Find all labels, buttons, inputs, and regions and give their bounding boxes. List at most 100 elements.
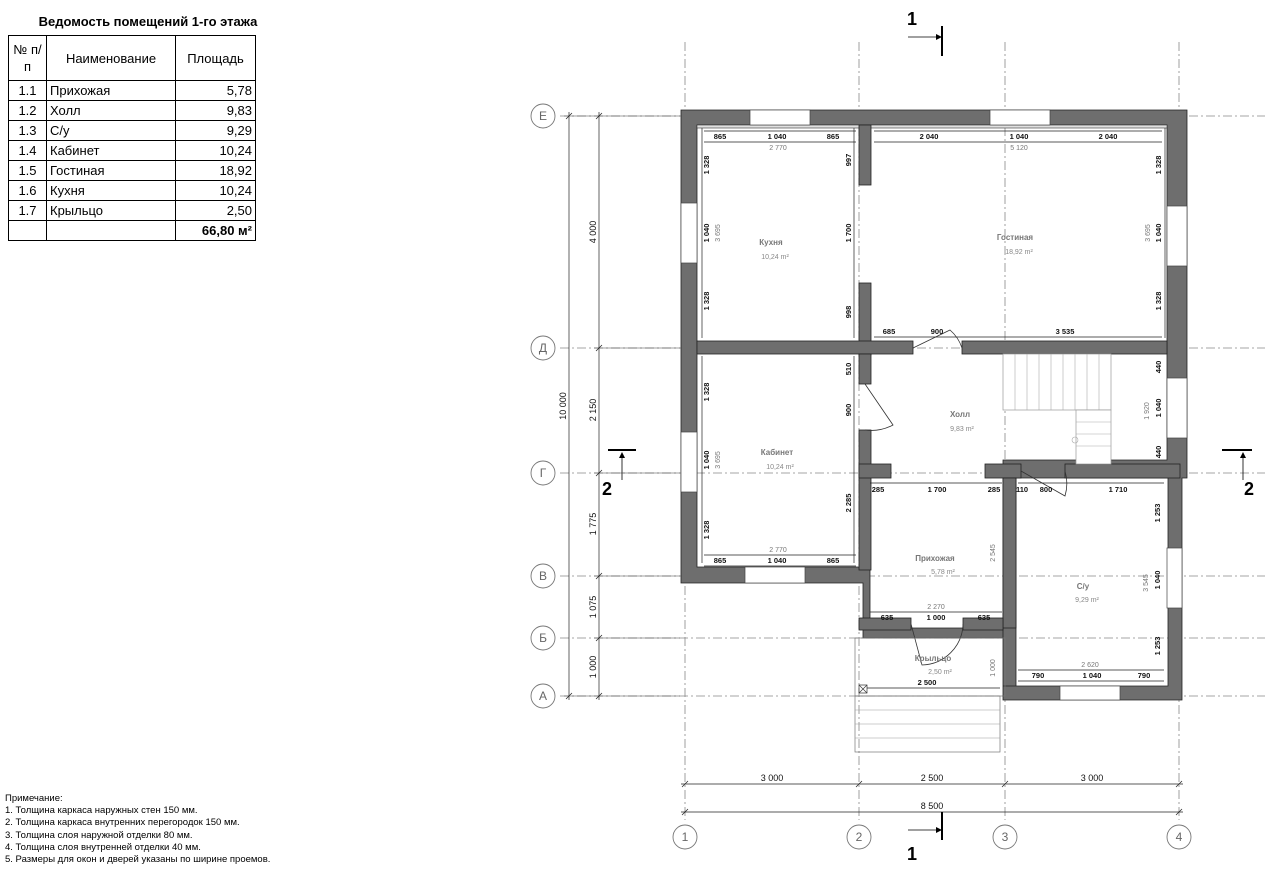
dim-d34: 3 000	[1081, 773, 1104, 783]
dim-text: 1 328	[702, 383, 711, 402]
axis-label: 3	[1002, 830, 1009, 844]
dim-text: 285	[988, 485, 1001, 494]
window	[1059, 685, 1121, 701]
room-name: Кухня	[759, 238, 783, 247]
axis-label: Д	[539, 341, 547, 355]
dim-text: 5 120	[1010, 145, 1028, 152]
row-area: 2,50	[175, 200, 256, 221]
dim-text: 2 285	[844, 494, 853, 513]
dim-total-horizontal: 8 500	[921, 801, 944, 811]
dim-text: 1 328	[1154, 292, 1163, 311]
stair-start-mark	[1071, 436, 1079, 444]
dim-text: 3 545	[1143, 574, 1150, 592]
dim-text: 440	[1154, 361, 1163, 374]
row-num: 1.4	[8, 140, 47, 161]
dim-text: 1 040	[1010, 132, 1029, 141]
room-labels: Кухня 10,24 m² Гостиная 18,92 m² Холл 9,…	[759, 233, 1099, 676]
schedule-header-row: № п/п Наименование Площадь	[8, 35, 256, 81]
dim-text: 1 710	[1109, 485, 1128, 494]
door-bath	[1020, 470, 1068, 497]
room-name: Прихожая	[915, 554, 955, 563]
axis-bubble	[530, 625, 556, 651]
window	[680, 431, 698, 493]
dim-dg: 2 150	[588, 399, 598, 422]
dim-text: 1 040	[768, 132, 787, 141]
dim-text: 2 770	[769, 547, 787, 554]
dim-text: 1 040	[702, 451, 711, 470]
dim-text: 800	[1040, 485, 1053, 494]
section-1-bottom-label: 1	[907, 844, 917, 864]
dim-text: 1 000	[990, 659, 997, 677]
row-area: 9,83	[175, 100, 256, 121]
partition-d-left	[696, 340, 914, 355]
row-name: Гостиная	[46, 160, 176, 181]
dim-text: 1 253	[1153, 504, 1162, 523]
window	[680, 202, 698, 264]
row-num: 1.1	[8, 80, 47, 101]
dim-text: 1 328	[1154, 156, 1163, 175]
dim-text: 790	[1032, 671, 1045, 680]
axis-bubble	[530, 335, 556, 361]
dim-d23: 2 500	[921, 773, 944, 783]
door-cab	[864, 383, 894, 431]
porch-post	[858, 684, 868, 694]
axis-bubble	[530, 103, 556, 129]
room-area: 9,29 m²	[1075, 597, 1099, 604]
dim-text: 900	[931, 327, 944, 336]
dim-text: 3 695	[715, 451, 722, 469]
porch-outline	[854, 637, 1006, 697]
partition-hall-entry	[858, 463, 892, 479]
schedule-title: Ведомость помещений 1-го этажа	[38, 14, 258, 29]
room-area: 5,78 m²	[931, 569, 955, 576]
axis-bubble	[1166, 824, 1192, 850]
dim-text: 865	[714, 556, 727, 565]
room-schedule: Ведомость помещений 1-го этажа № п/п Наи…	[8, 14, 293, 241]
porch	[854, 637, 1006, 753]
row-num: 1.3	[8, 120, 47, 141]
partition-entry-bath	[1002, 477, 1017, 629]
walls	[680, 109, 1188, 701]
partition-hall-bath	[984, 463, 1022, 479]
dim-text: 510	[844, 363, 853, 376]
note-item: 5. Размеры для окон и дверей указаны по …	[5, 854, 271, 866]
axis-label: Б	[539, 631, 547, 645]
dim-text: 997	[844, 154, 853, 167]
window	[744, 566, 806, 584]
dim-d12: 3 000	[761, 773, 784, 783]
stair-flight-1	[1002, 353, 1112, 411]
window	[1166, 205, 1188, 267]
dim-text: 110	[1016, 485, 1028, 494]
section-2-right-label: 2	[1244, 479, 1254, 499]
axis-bubbles-numbers: 1 2 3 4	[672, 824, 1192, 850]
partition-hall-cab	[858, 429, 872, 571]
note-item: 4. Толщина слоя внутренней отделки 40 мм…	[5, 841, 201, 853]
partition-d-right	[961, 340, 1168, 355]
dim-vb: 1 075	[588, 596, 598, 619]
window	[1166, 547, 1183, 609]
note-item: 1. Толщина каркаса наружных стен 150 мм.	[5, 805, 198, 817]
axis-bubbles-letters: Е Д Г В Б А	[530, 103, 556, 709]
bottom-dimensions: 3 000 2 500 3 000 8 500	[681, 773, 1183, 816]
staircase	[1002, 353, 1112, 465]
dim-text: 685	[883, 327, 896, 336]
room-name: Гостиная	[997, 233, 1033, 242]
note-item: 3. Толщина слоя наружной отделки 80 мм.	[5, 829, 193, 841]
window	[989, 109, 1051, 126]
axis-label: В	[539, 569, 547, 583]
dim-text: 2 040	[920, 132, 939, 141]
dim-text: 2 500	[918, 678, 937, 687]
room-area: 10,24 m²	[766, 464, 794, 471]
axis-bubble	[672, 824, 698, 850]
partition-hall-cab-top	[858, 353, 872, 385]
note-item: 2. Толщина каркаса внутренних перегородо…	[5, 817, 240, 829]
wall-finish	[696, 124, 1168, 129]
axis-label: 2	[856, 830, 863, 844]
dim-text: 1 040	[1154, 399, 1163, 418]
windows	[680, 109, 1188, 701]
